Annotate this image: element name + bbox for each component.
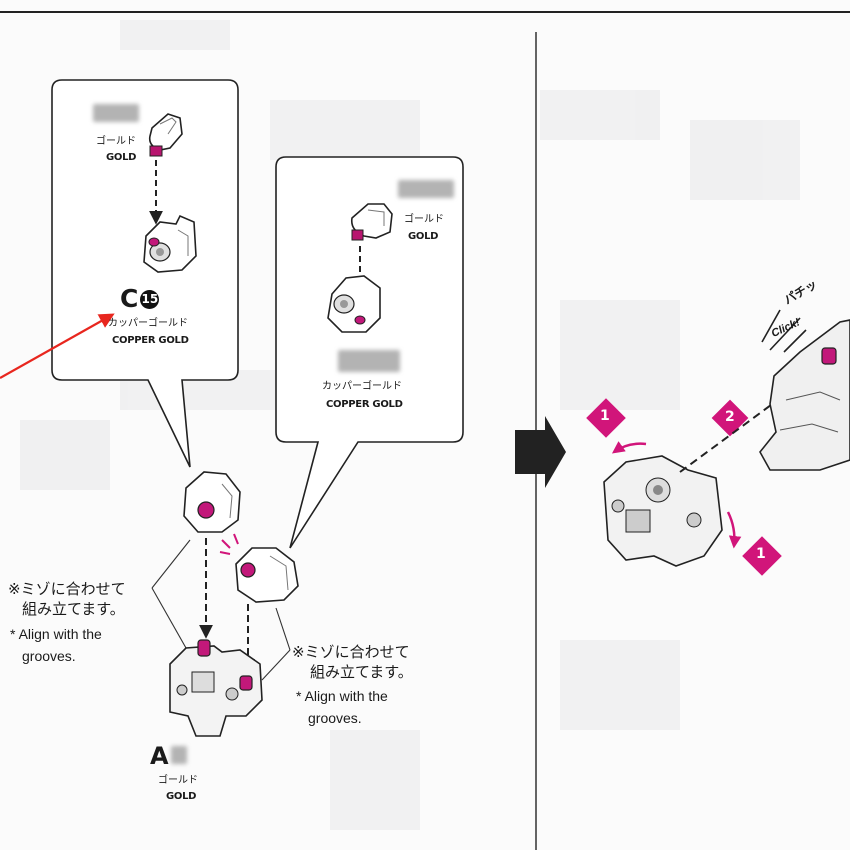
red-annotation-arrow (0, 313, 115, 379)
runner-letter: A (150, 742, 169, 770)
copper-kana-top: カッパーゴールド (108, 318, 188, 329)
gold-label-bottom: GOLD (166, 791, 197, 802)
gold-label-top: GOLD (106, 152, 137, 163)
note-right-en-1: * Align with the (296, 688, 388, 704)
step-2-badge (711, 399, 749, 437)
step-2-number: 2 (725, 409, 735, 425)
transition-arrow (515, 416, 566, 488)
rotate-arrow-1 (611, 441, 647, 454)
note-left-jp-1: ※ミゾに合わせて (8, 580, 126, 598)
copper-label-top: COPPER GOLD (112, 335, 189, 346)
step-1b-badge (742, 536, 782, 576)
rotate-arrow-1b (726, 511, 742, 549)
note-right-jp-1: ※ミゾに合わせて (292, 643, 410, 661)
gold-joint-part-top (148, 113, 183, 157)
copper-gold-cradle-part-right (327, 275, 381, 333)
callout-bubble-left (51, 79, 239, 468)
part-letter: C (120, 284, 139, 313)
runner-code-a: A (150, 742, 187, 770)
gold-kana-right: ゴールド (404, 214, 444, 225)
gold-kana-bottom: ゴールド (158, 775, 198, 786)
gold-label-right: GOLD (408, 231, 439, 242)
base-frame-part (169, 639, 263, 737)
guide-lines (151, 539, 291, 681)
step-1-number: 1 (600, 408, 610, 424)
upper-body-part (759, 319, 850, 471)
copper-label-right: COPPER GOLD (326, 399, 403, 410)
rotated-frame-part (603, 455, 723, 567)
step-1-badge (586, 398, 626, 438)
note-right-jp-2: 組み立てます。 (310, 663, 413, 681)
copper-gold-cradle-part (143, 214, 197, 273)
click-indicator (761, 309, 807, 353)
step-1b-number: 1 (756, 546, 766, 562)
bleed-through-ghosting (20, 20, 800, 830)
gold-joint-part-right (350, 203, 393, 241)
part-code-redacted (93, 104, 139, 126)
note-left-en-1: * Align with the (10, 626, 102, 642)
note-right-en-2: grooves. (308, 710, 362, 726)
part-code-redacted-right (398, 180, 454, 202)
assembled-joint-lower (235, 547, 299, 603)
part-code-redacted-copper (338, 350, 400, 376)
alignment-sparks (219, 533, 239, 555)
note-left-en-2: grooves. (22, 648, 76, 664)
assembled-joint-upper (183, 471, 241, 533)
note-left-jp-2: 組み立てます。 (22, 600, 125, 618)
part-number-badge: 15 (140, 290, 160, 309)
copper-kana-right: カッパーゴールド (322, 381, 402, 392)
gold-kana-top: ゴールド (96, 136, 136, 147)
